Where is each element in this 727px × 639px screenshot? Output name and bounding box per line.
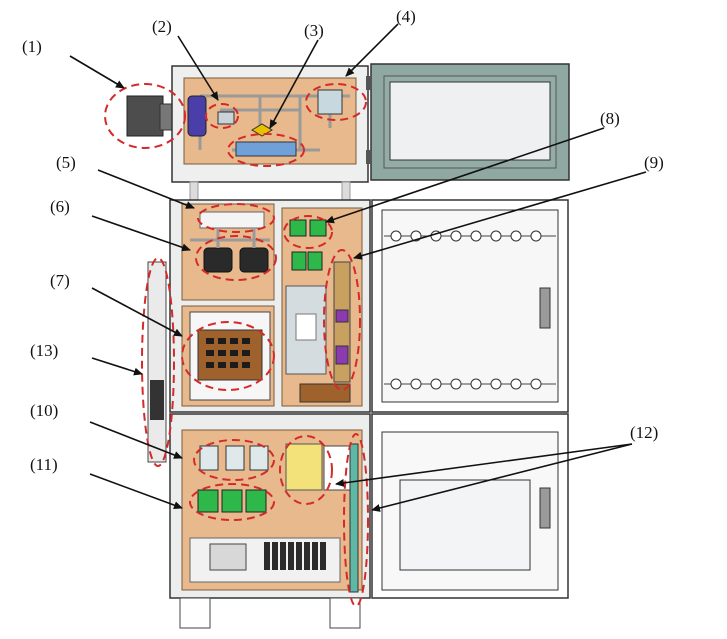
callout-6: (6)	[50, 197, 70, 216]
highlight-10	[193, 439, 275, 481]
lower-cabinet	[169, 413, 569, 629]
highlight-6	[195, 235, 277, 281]
side-sampler	[147, 261, 167, 463]
callout-8: (8)	[600, 109, 620, 128]
highlight-8	[283, 215, 333, 249]
highlight-13	[141, 257, 175, 467]
highlight-11	[189, 483, 275, 521]
callout-2: (2)	[152, 17, 172, 36]
highlight-ellipses	[104, 83, 369, 607]
door-handle-lower[interactable]	[539, 487, 551, 529]
callout-labels: (1) (2) (3) (4) (5) (6) (7) (8) (9) (10)…	[22, 7, 664, 474]
arrow-10	[89, 421, 183, 459]
highlight-4	[305, 83, 367, 121]
arrow-11	[89, 473, 183, 509]
callout-7: (7)	[50, 271, 70, 290]
highlight-5	[197, 203, 275, 233]
callout-9: (9)	[644, 153, 664, 172]
callout-12: (12)	[630, 423, 658, 442]
callout-10: (10)	[30, 401, 58, 420]
top-unit	[126, 63, 570, 201]
arrow-12b	[371, 443, 633, 512]
solenoid-2	[239, 247, 269, 273]
filter-vessel	[187, 95, 207, 137]
highlight-3	[227, 133, 305, 167]
highlight-2	[205, 103, 239, 129]
callout-4: (4)	[396, 7, 416, 26]
door-handle-middle[interactable]	[539, 287, 551, 329]
highlight-12b	[343, 433, 369, 607]
manifold	[235, 141, 297, 157]
motor-block	[126, 95, 164, 137]
callout-11: (11)	[30, 455, 58, 474]
arrow-3	[269, 39, 319, 129]
callout-13: (13)	[30, 341, 58, 360]
callout-arrows	[69, 23, 647, 512]
arrow-4	[345, 23, 399, 77]
highlight-12a	[279, 435, 333, 505]
callout-3: (3)	[304, 21, 324, 40]
arrow-8	[325, 127, 605, 224]
highlight-7	[181, 321, 275, 391]
arrow-1	[69, 55, 125, 89]
arrow-13	[91, 357, 143, 376]
highlight-1	[104, 83, 186, 149]
arrow-2	[177, 35, 219, 101]
callout-1: (1)	[22, 37, 42, 56]
arrow-9	[353, 171, 647, 260]
solenoid-1	[203, 247, 233, 273]
arrow-7	[91, 287, 183, 337]
highlight-9	[323, 249, 361, 391]
arrow-6	[91, 215, 191, 252]
callout-5: (5)	[56, 153, 76, 172]
arrow-12a	[335, 443, 633, 487]
arrow-5	[97, 169, 195, 209]
